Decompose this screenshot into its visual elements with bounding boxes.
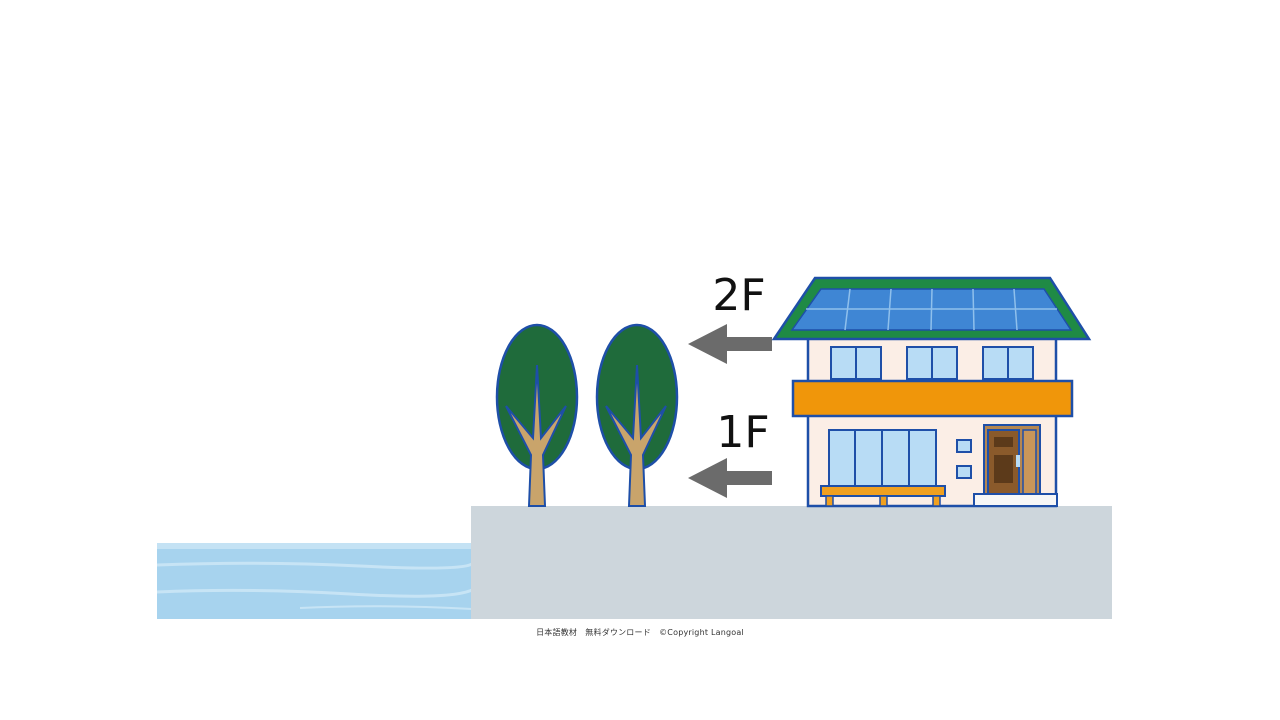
floor-1-label: 1F xyxy=(716,407,769,458)
tree xyxy=(495,323,579,507)
small-window xyxy=(956,465,972,479)
house xyxy=(771,276,1092,508)
ground xyxy=(471,506,1112,619)
water xyxy=(156,543,473,619)
house-roof xyxy=(771,276,1092,341)
solar-panel-grid xyxy=(806,288,1057,331)
deck xyxy=(820,485,946,507)
floor-2-label: 2F xyxy=(712,270,765,321)
front-door xyxy=(983,424,1041,496)
upper-window xyxy=(982,346,1034,380)
copyright-footer: 日本語教材 無料ダウンロード ©Copyright Langoal xyxy=(536,628,744,637)
small-window xyxy=(956,439,972,453)
tree xyxy=(595,323,679,507)
upper-window xyxy=(830,346,882,380)
door-step xyxy=(973,493,1058,507)
arrow-left-2f xyxy=(688,324,772,364)
arrow-left-1f xyxy=(688,458,772,498)
upper-window xyxy=(906,346,958,380)
sliding-window xyxy=(828,429,937,489)
balcony xyxy=(791,379,1074,418)
